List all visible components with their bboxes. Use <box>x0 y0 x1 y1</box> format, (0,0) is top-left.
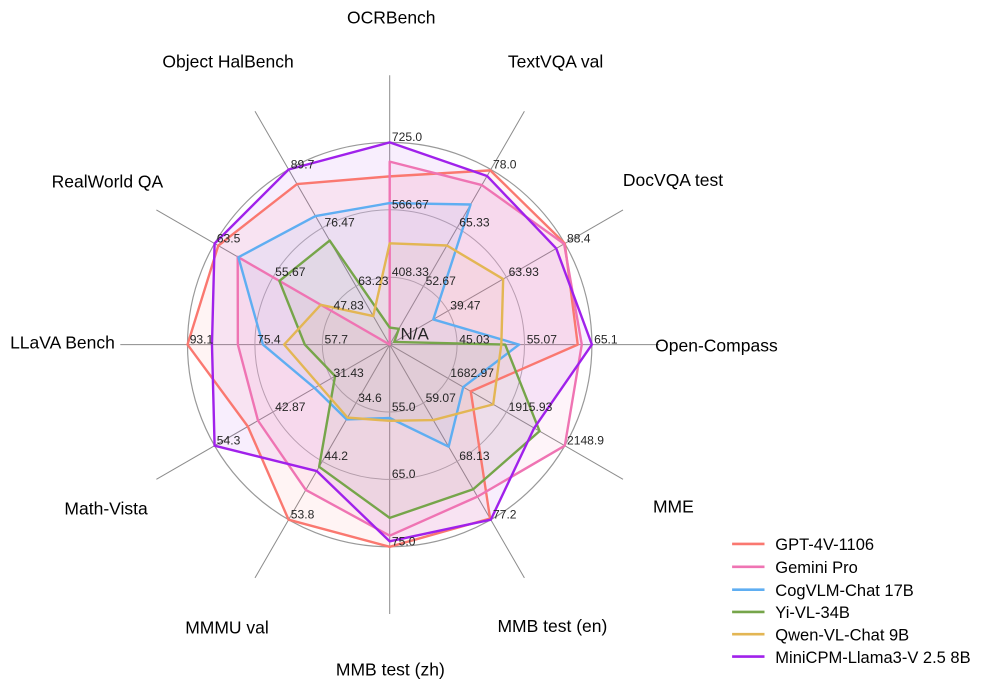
svg-text:CogVLM-Chat 17B: CogVLM-Chat 17B <box>775 582 914 600</box>
svg-text:31.43: 31.43 <box>334 366 365 380</box>
svg-text:63.93: 63.93 <box>509 265 540 279</box>
svg-text:MiniCPM-Llama3-V 2.5 8B: MiniCPM-Llama3-V 2.5 8B <box>775 649 970 667</box>
svg-text:63.23: 63.23 <box>358 274 389 288</box>
svg-text:76.47: 76.47 <box>325 216 356 230</box>
svg-text:59.07: 59.07 <box>426 391 457 405</box>
svg-text:68.13: 68.13 <box>459 449 490 463</box>
svg-text:65.33: 65.33 <box>459 216 490 230</box>
svg-text:75.4: 75.4 <box>257 332 281 346</box>
svg-text:N/A: N/A <box>401 325 430 344</box>
svg-text:1682.97: 1682.97 <box>450 366 494 380</box>
svg-text:TextVQA val: TextVQA val <box>508 52 603 72</box>
svg-text:89.7: 89.7 <box>291 157 315 171</box>
svg-text:65.0: 65.0 <box>392 467 416 481</box>
svg-text:MMB test (zh): MMB test (zh) <box>336 660 445 680</box>
svg-text:39.47: 39.47 <box>450 299 481 313</box>
svg-text:LLaVA Bench: LLaVA Bench <box>10 333 115 353</box>
svg-text:Open-Compass: Open-Compass <box>655 335 778 355</box>
svg-text:1915.93: 1915.93 <box>509 400 553 414</box>
svg-text:57.7: 57.7 <box>325 332 349 346</box>
svg-text:63.5: 63.5 <box>217 231 241 245</box>
svg-text:OCRBench: OCRBench <box>347 8 436 28</box>
svg-text:78.0: 78.0 <box>493 157 517 171</box>
svg-text:MMB test (en): MMB test (en) <box>497 616 607 636</box>
svg-text:45.03: 45.03 <box>459 332 490 346</box>
svg-text:MME: MME <box>653 497 694 517</box>
svg-text:53.8: 53.8 <box>291 508 315 522</box>
svg-text:42.87: 42.87 <box>275 400 306 414</box>
svg-text:725.0: 725.0 <box>392 130 423 144</box>
svg-text:54.3: 54.3 <box>217 434 241 448</box>
svg-text:93.1: 93.1 <box>190 332 214 346</box>
svg-text:RealWorld QA: RealWorld QA <box>52 171 164 191</box>
svg-text:Math-Vista: Math-Vista <box>64 498 148 518</box>
svg-text:566.67: 566.67 <box>392 198 429 212</box>
svg-text:77.2: 77.2 <box>493 508 517 522</box>
svg-text:47.83: 47.83 <box>334 299 365 313</box>
svg-text:65.1: 65.1 <box>594 332 618 346</box>
svg-text:2148.9: 2148.9 <box>567 434 604 448</box>
svg-text:DocVQA test: DocVQA test <box>623 170 723 190</box>
svg-text:Qwen-VL-Chat 9B: Qwen-VL-Chat 9B <box>775 626 909 644</box>
svg-text:88.4: 88.4 <box>567 231 591 245</box>
svg-text:Object HalBench: Object HalBench <box>162 52 293 72</box>
svg-text:MMMU val: MMMU val <box>185 618 269 638</box>
svg-text:408.33: 408.33 <box>392 265 429 279</box>
svg-text:GPT-4V-1106: GPT-4V-1106 <box>775 536 874 554</box>
svg-text:34.6: 34.6 <box>358 391 382 405</box>
svg-text:52.67: 52.67 <box>426 274 457 288</box>
svg-text:55.67: 55.67 <box>275 265 306 279</box>
svg-text:75.0: 75.0 <box>392 535 416 549</box>
svg-text:Yi-VL-34B: Yi-VL-34B <box>775 604 850 622</box>
svg-text:55.07: 55.07 <box>527 332 558 346</box>
svg-text:Gemini Pro: Gemini Pro <box>775 559 858 577</box>
svg-text:55.0: 55.0 <box>392 400 416 414</box>
svg-text:44.2: 44.2 <box>325 449 349 463</box>
